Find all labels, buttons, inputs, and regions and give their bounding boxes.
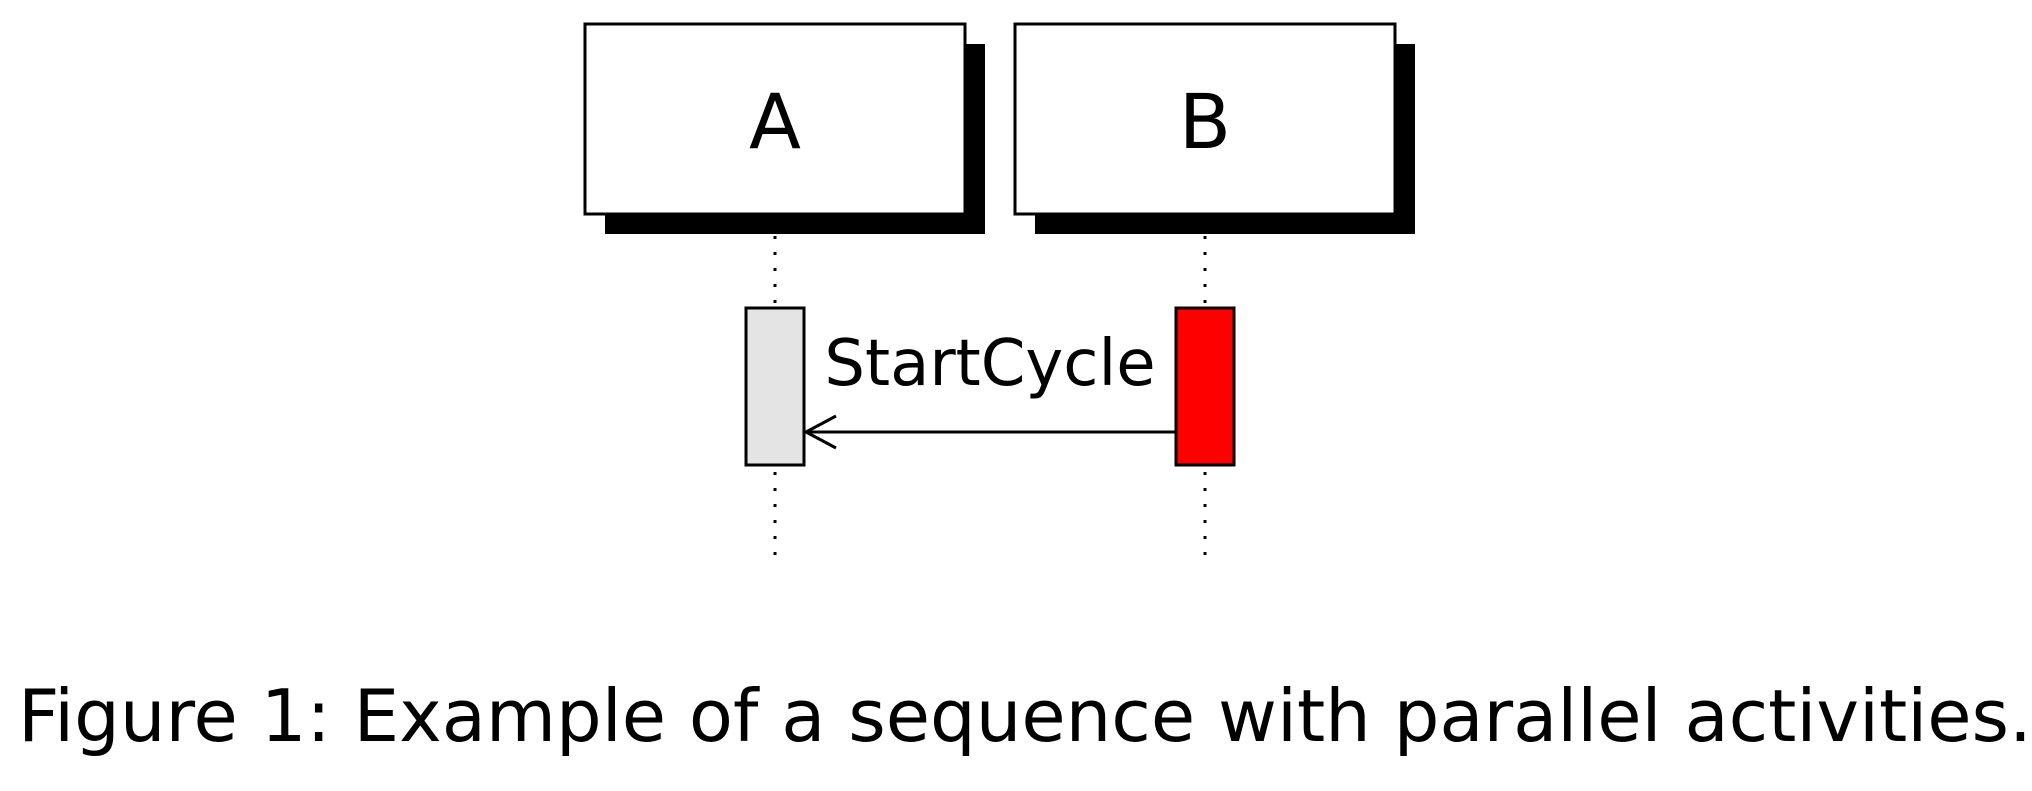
activation-bar-a [744, 306, 806, 467]
activation-bar-b [1174, 306, 1236, 467]
participant-a: A [583, 22, 985, 234]
message-label: StartCycle [824, 327, 1155, 401]
participant-a-box [583, 22, 967, 216]
participant-b-label: B [1179, 77, 1231, 166]
arrowhead-icon [802, 414, 837, 450]
figure-caption: Figure 1: Example of a sequence with par… [18, 674, 2032, 758]
participant-b-box [1013, 22, 1397, 216]
participant-b: B [1013, 22, 1415, 234]
message-startcycle: StartCycle [802, 327, 1176, 450]
sequence-diagram: A B StartCycle [583, 22, 1415, 562]
participant-a-label: A [749, 77, 801, 166]
